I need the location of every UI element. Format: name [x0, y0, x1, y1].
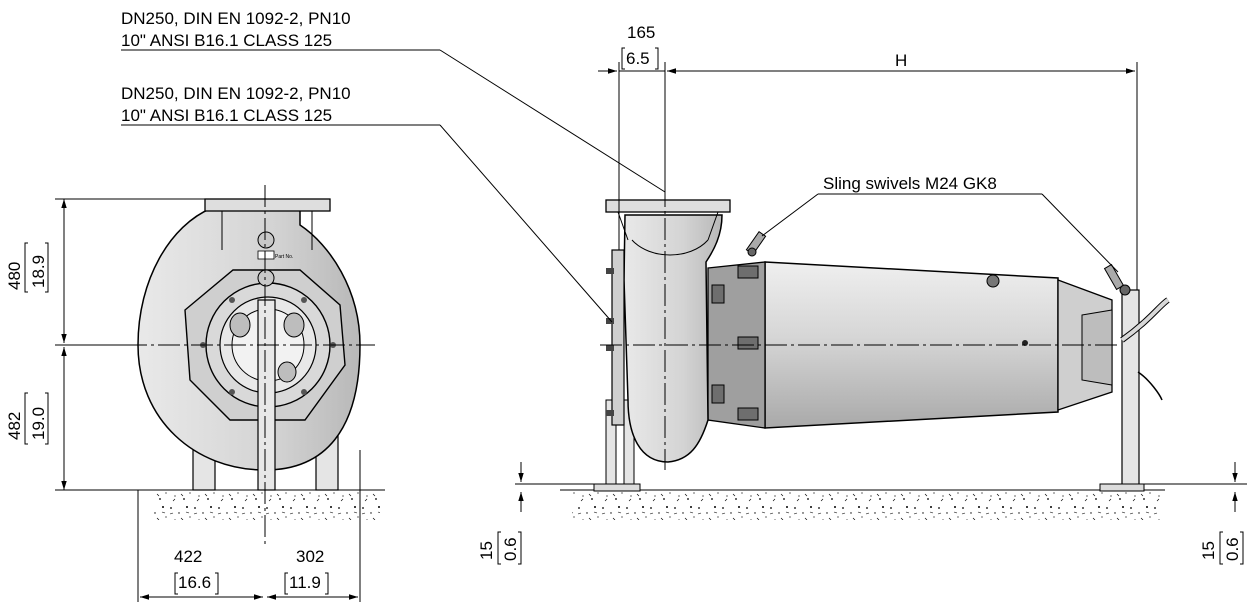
flange-note-lower-line1: DN250, DIN EN 1092-2, PN10	[121, 84, 351, 103]
top-offset-mm: 165	[627, 23, 655, 42]
upper-height-in: 18.9	[29, 255, 48, 288]
length-label: H	[895, 51, 907, 70]
side-view-dimensions: 165 6.5 H 15 0.6 15 0.6	[477, 23, 1247, 565]
sling-swivel-note: Sling swivels M24 GK8	[823, 174, 997, 193]
flange-note-upper-line1: DN250, DIN EN 1092-2, PN10	[121, 9, 351, 28]
lower-height-mm: 482	[5, 412, 24, 440]
volute-side	[623, 214, 723, 463]
ground-front	[152, 490, 380, 520]
guide-rail-front	[257, 299, 276, 491]
sling-swivel-front	[745, 230, 767, 257]
foot-left-mm: 15	[477, 541, 496, 560]
discharge-flange-side	[605, 199, 731, 213]
foot-right-mm: 15	[1199, 541, 1218, 560]
foot-left-in: 0.6	[501, 537, 520, 561]
guide-rail-side	[1121, 289, 1140, 486]
left-width-in: 16.6	[178, 573, 211, 592]
flange-note-lower-line2: 10" ANSI B16.1 CLASS 125	[121, 106, 332, 125]
right-width-in: 11.9	[289, 573, 321, 592]
ground-side	[572, 490, 1162, 520]
annotations: DN250, DIN EN 1092-2, PN10 10" ANSI B16.…	[121, 9, 1119, 323]
discharge-flange-front	[204, 198, 331, 212]
side-view	[560, 185, 1170, 520]
front-view-dimensions: 480 18.9 482 19.0 422 16.6 302 11.9	[5, 198, 361, 602]
foot-right-in: 0.6	[1223, 537, 1242, 561]
top-offset-in: 6.5	[626, 49, 650, 68]
right-width-mm: 302	[296, 547, 324, 566]
sling-swivel-rear	[1103, 263, 1131, 296]
front-view: Part No.	[125, 185, 385, 545]
upper-height-mm: 480	[5, 262, 24, 290]
flange-note-upper-line2: 10" ANSI B16.1 CLASS 125	[121, 31, 332, 50]
lower-height-in: 19.0	[29, 407, 48, 440]
left-width-mm: 422	[174, 547, 202, 566]
part-number-plate: Part No.	[275, 254, 293, 260]
